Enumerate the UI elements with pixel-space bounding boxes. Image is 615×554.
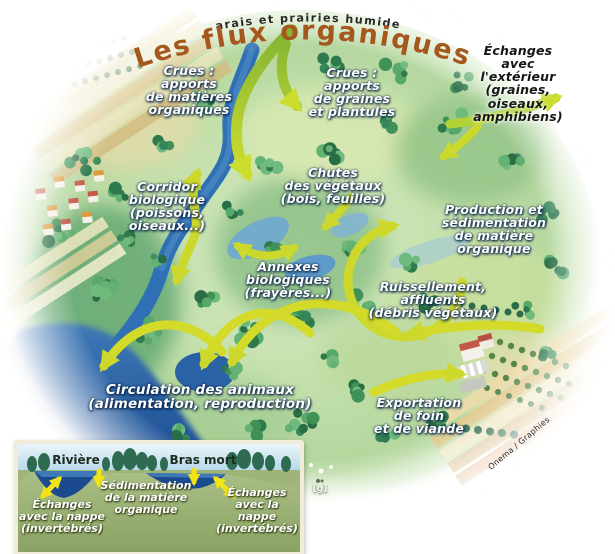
inset-arrows bbox=[40, 467, 237, 500]
arrow-ruissellement bbox=[438, 122, 482, 160]
arrow-circulation-arc2 bbox=[199, 308, 315, 371]
inset-illustration bbox=[18, 444, 300, 552]
arrow-chutes-vegetaux bbox=[321, 193, 355, 231]
arrow-circulation-arc3 bbox=[227, 299, 401, 369]
inset-river-surface bbox=[34, 471, 98, 477]
inset-label-sedimentation: Sédimentation de la matière organique bbox=[100, 479, 192, 516]
figure-marker-g: [g] bbox=[312, 484, 328, 494]
arrow-crues-matieres bbox=[228, 24, 298, 182]
inset-label-riviere: Rivière bbox=[52, 453, 100, 467]
label-chutes-vegetaux: Chutes des végétaux (bois, feuilles) bbox=[280, 165, 386, 207]
label-crues-matieres: Crues : apports de matières organiques bbox=[145, 63, 233, 118]
arrow-annexes-biologiques bbox=[232, 242, 300, 262]
inset-cross-section: Rivière Bras mort Sédimentation de la ma… bbox=[14, 440, 304, 554]
inset-label-bras-mort: Bras mort bbox=[169, 453, 237, 467]
arrow-exportation bbox=[369, 362, 468, 397]
inset-trees bbox=[27, 448, 291, 472]
label-ruissellement: Ruissellement, affluents (débris végétau… bbox=[368, 279, 498, 321]
arrow-corridor-biologique bbox=[170, 167, 202, 287]
arrow-circulation-right bbox=[402, 320, 545, 342]
label-circulation-animaux: Circulation des animaux (alimentation, r… bbox=[88, 382, 312, 413]
arrow-nappe-right bbox=[212, 475, 237, 500]
arrow-production-loop bbox=[343, 218, 467, 342]
label-crues-graines: Crues : apports de graines et plantules bbox=[308, 65, 396, 120]
flow-arrows bbox=[99, 24, 563, 397]
arrow-nappe-left bbox=[40, 475, 62, 500]
inset-brasmort-surface bbox=[146, 473, 226, 478]
inset-label-nappe-left: Échanges avec la nappe (invertébrés) bbox=[19, 498, 105, 535]
label-echanges-exterieur: Échanges avec l'extérieur (graines, oise… bbox=[473, 43, 563, 124]
arrow-crues-graines bbox=[276, 39, 303, 113]
inset-label-nappe-right: Échanges avec la nappe (invertébrés) bbox=[216, 486, 298, 535]
arrow-circulation-arc1 bbox=[99, 320, 227, 373]
label-corridor-biologique: Corridor biologique (poissons, oiseaux..… bbox=[128, 179, 206, 234]
label-production-sedimentation: Production et sédimentation de matière o… bbox=[441, 202, 547, 257]
label-annexes-biologiques: Annexes biologiques (frayères...) bbox=[244, 259, 332, 301]
arrow-echanges-exterieur bbox=[445, 93, 563, 129]
label-exportation: Exportation de foin et de viande bbox=[373, 395, 465, 437]
